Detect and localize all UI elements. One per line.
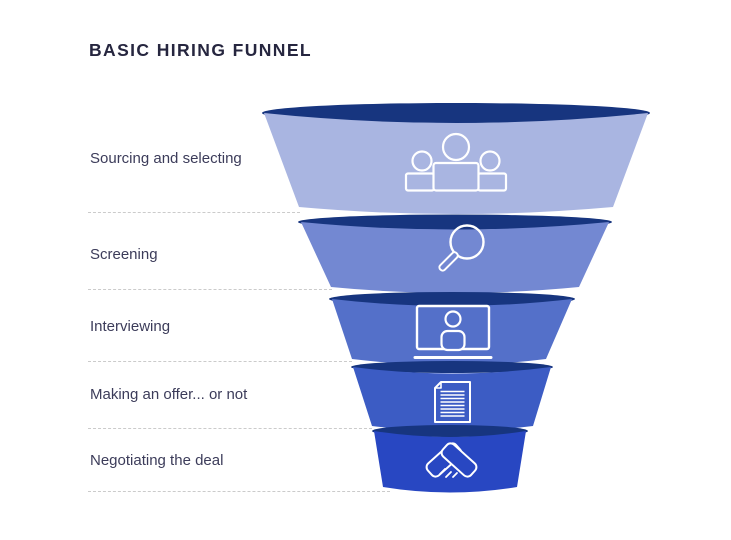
- stage-label-offer: Making an offer... or not: [90, 386, 248, 403]
- document-icon: [434, 381, 471, 423]
- stage-label-screening: Screening: [90, 246, 158, 263]
- team-icon: [404, 132, 508, 192]
- stage-label-negotiating: Negotiating the deal: [90, 452, 224, 469]
- stage-label-sourcing: Sourcing and selecting: [90, 150, 242, 167]
- leader-line-3: [88, 361, 352, 362]
- page-title: BASIC HIRING FUNNEL: [89, 40, 312, 60]
- video-interview-icon: [413, 304, 493, 359]
- stage-rim: [298, 214, 612, 230]
- magnifier-icon: [438, 224, 485, 272]
- funnel-stage-offer: [351, 361, 553, 431]
- funnel-stage-negotiating: [372, 425, 528, 493]
- leader-line-4: [88, 428, 372, 429]
- stage-rim: [372, 425, 528, 437]
- leader-line-1: [88, 212, 300, 213]
- stage-label-interviewing: Interviewing: [90, 318, 171, 335]
- funnel-stage-screening: [298, 214, 612, 293]
- stage-rim: [351, 361, 553, 373]
- handshake-icon: [425, 442, 478, 478]
- leader-line-5: [88, 491, 390, 492]
- stage-rim: [262, 103, 650, 123]
- stage-rim: [329, 292, 575, 306]
- leader-line-2: [88, 289, 332, 290]
- funnel-stage-sourcing: [262, 103, 650, 214]
- funnel-stage-interviewing: [329, 292, 575, 365]
